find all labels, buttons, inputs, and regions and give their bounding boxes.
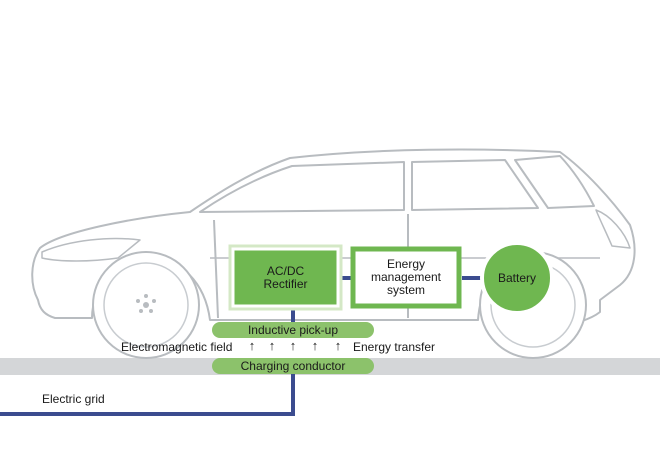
inductive-pickup-pill <box>212 322 374 338</box>
up-arrow-icon: ↑ <box>311 338 319 353</box>
connectors <box>0 276 481 416</box>
rectifier-box <box>231 247 340 308</box>
energy-management-box <box>350 246 462 309</box>
up-arrow-icon: ↑ <box>268 338 276 353</box>
battery-circle <box>480 241 554 315</box>
charging-conductor-label: Charging conductor <box>240 358 346 373</box>
energy-transfer-label: Energy transfer <box>353 340 436 354</box>
charging-conductor-pill <box>212 358 374 374</box>
up-arrow-icon: ↑ <box>289 338 297 353</box>
front-wheel <box>92 251 200 359</box>
energy-management-label: Energy management system <box>370 257 442 297</box>
electric-grid-label: Electric grid <box>42 392 105 406</box>
electromagnetic-field-label: Electromagnetic field <box>121 340 233 354</box>
rectifier-label: AC/DC Rectifier <box>263 263 308 291</box>
field-arrows: ↑ ↑ ↑ ↑ ↑ <box>247 339 343 355</box>
up-arrow-icon: ↑ <box>248 338 256 353</box>
up-arrow-icon: ↑ <box>334 338 342 353</box>
battery-label: Battery <box>497 270 536 285</box>
inductive-pickup-label: Inductive pick-up <box>247 322 339 337</box>
